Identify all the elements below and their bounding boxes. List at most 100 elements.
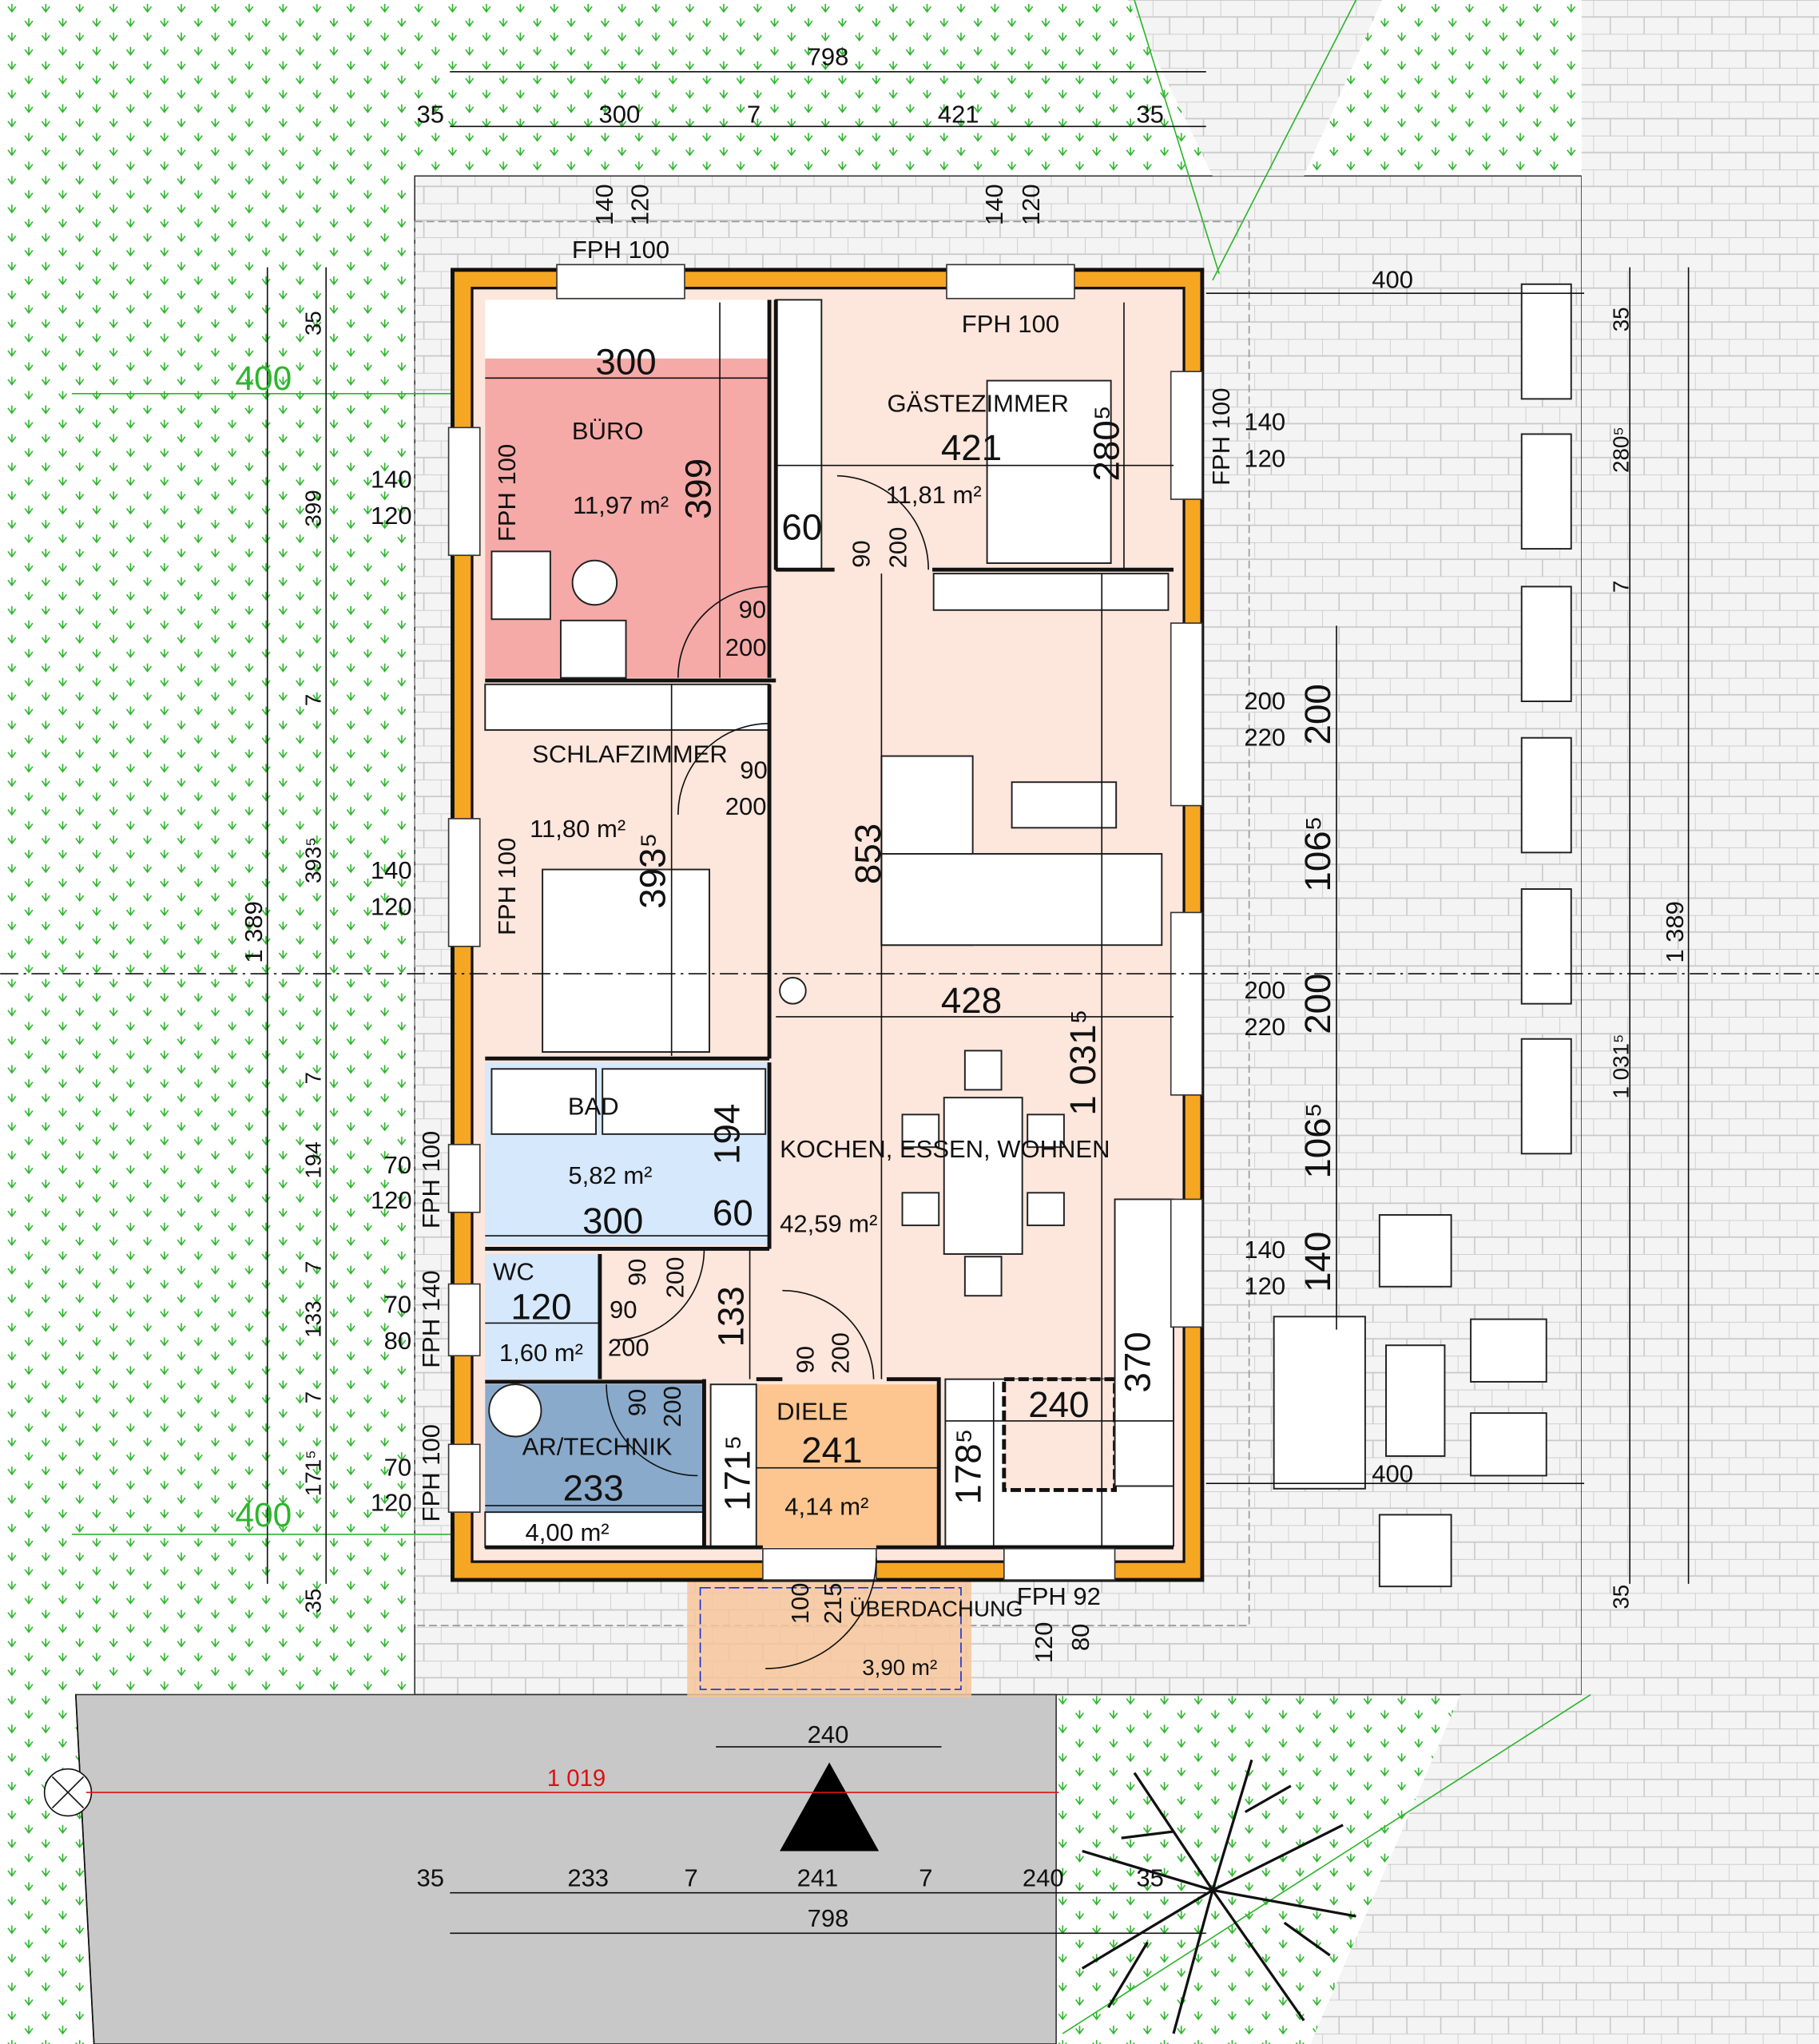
north-arrow-icon: [780, 1762, 880, 1852]
dim-bottom-segment: 241: [797, 1864, 839, 1892]
window-dim: 70: [384, 1453, 411, 1481]
door-dim: 90: [739, 596, 766, 624]
opening-dim: 106⁵: [1297, 816, 1338, 891]
dim-right-segment: 35: [1609, 1585, 1634, 1609]
terrace-dim: 400: [1372, 1460, 1413, 1488]
interior-dim: 853: [848, 824, 888, 884]
room-area-bath: 5,82 m²: [568, 1161, 652, 1189]
dim-right-segment: 280⁵: [1609, 427, 1634, 473]
window-dim: 140: [371, 856, 412, 884]
wardrobe-bedroom: [484, 683, 771, 731]
planters: [1520, 283, 1572, 1155]
room-name-guest: GÄSTEZIMMER: [888, 390, 1069, 418]
furniture: [488, 379, 1547, 1588]
dim-left-segment: 133: [301, 1300, 326, 1337]
room-wc: [485, 1253, 600, 1379]
dim-left-segment: 7: [301, 1391, 326, 1403]
window-dim: 140: [371, 465, 412, 493]
door-dim: 90: [623, 1259, 651, 1286]
dim-left-segment: 7: [301, 694, 326, 706]
dim-left-segment: 399: [301, 490, 326, 526]
window-dim: 120: [371, 1489, 412, 1517]
room-name-canopy: ÜBERDACHUNG: [849, 1597, 1023, 1621]
dim-bottom-segment: 35: [1136, 1864, 1163, 1892]
door-dim: 200: [661, 1257, 689, 1299]
interior-dim: 428: [941, 980, 1002, 1021]
door-dim: 200: [725, 633, 767, 661]
door-dim: 90: [740, 756, 767, 784]
dim-left-segment: 35: [301, 311, 326, 335]
interior-dim: 171⁵: [717, 1435, 758, 1511]
dim-left-segment: 194: [301, 1141, 326, 1178]
door-dim: 215: [819, 1583, 847, 1625]
door-dim: 200: [608, 1333, 649, 1361]
window-dim: 140: [1244, 408, 1285, 436]
site-width-dim: 1 019: [547, 1765, 606, 1792]
room-name-bath: BAD: [568, 1092, 619, 1120]
property-line: [75, 1694, 95, 2044]
interior-dim: 399: [678, 458, 719, 519]
room-name-living: KOCHEN, ESSEN, WOHNEN: [780, 1135, 1110, 1163]
interior-dim: 133: [710, 1286, 751, 1347]
door-dim: 90: [623, 1389, 651, 1416]
terrace-dim: 400: [1372, 266, 1413, 294]
interior-dim: 60: [713, 1193, 753, 1233]
dim-top-segment: 421: [938, 100, 979, 128]
door-dim: 90: [792, 1346, 820, 1373]
room-area-bedroom: 11,80 m²: [530, 815, 626, 843]
window-dim: 80: [384, 1327, 411, 1355]
opening-dim: 200: [1297, 684, 1338, 744]
interior-dim: 233: [563, 1467, 624, 1508]
dim-bottom-segment: 7: [919, 1864, 932, 1892]
door-dim: 80: [1066, 1624, 1094, 1651]
interior-dim: 194: [707, 1104, 748, 1165]
interior-dim: 280⁵: [1086, 405, 1126, 481]
door-dim: 200: [725, 792, 767, 820]
room-diele: [756, 1384, 939, 1548]
window-dim: 70: [384, 1151, 411, 1179]
interior-dim: 178⁵: [947, 1428, 988, 1504]
interior-dim: 393⁵: [632, 833, 673, 909]
dim-overall-left: 1 389: [240, 901, 268, 963]
room-name-technik: AR/TECHNIK: [522, 1432, 673, 1460]
window-dim: 120: [371, 502, 412, 530]
room-area-living: 42,59 m²: [780, 1209, 877, 1237]
window-dim: 120: [371, 1186, 412, 1214]
window-label: FPH 100: [417, 1424, 445, 1522]
dim-left-segment: 35: [301, 1589, 326, 1613]
interior-dim: 300: [582, 1201, 643, 1241]
window-label: FPH 100: [493, 838, 521, 935]
room-buero-floor: [485, 358, 770, 678]
window-label: FPH 100: [572, 236, 669, 264]
kitchen-floor: [1002, 1377, 1117, 1492]
door-dim: 90: [848, 540, 876, 567]
dim-right-segment: 35: [1609, 307, 1634, 331]
door-swings: [606, 474, 929, 1669]
window-dim: 220: [1244, 1013, 1285, 1041]
window-dim: 200: [1244, 976, 1285, 1004]
window-dim: 120: [1244, 444, 1285, 472]
canopy-area: [687, 1580, 972, 1697]
window-dim: 140: [1244, 1236, 1285, 1264]
dim-left-segment: 7: [301, 1261, 326, 1273]
door-dim: 120: [1030, 1621, 1058, 1663]
dim-left-segment: 171⁵: [301, 1450, 326, 1496]
boundary-distance: 400: [235, 359, 292, 397]
dim-overall-bottom: 798: [808, 1904, 849, 1932]
room-area-diele: 4,14 m²: [784, 1492, 868, 1520]
door-dim: 200: [884, 527, 911, 569]
paved-path-right: [1581, 0, 1819, 1695]
paved-path: [1127, 0, 1383, 177]
room-area-buero: 11,97 m²: [573, 491, 669, 519]
window-dim: 140: [980, 184, 1008, 225]
interior-walls: [485, 300, 1174, 1550]
door-dim: 200: [658, 1386, 686, 1427]
interior-dim: 1 031⁵: [1062, 1009, 1103, 1115]
kitchen-island: [1114, 1198, 1174, 1487]
door-dim: 90: [610, 1296, 637, 1324]
window-label: FPH 92: [1017, 1582, 1101, 1610]
room-name-wc: WC: [493, 1258, 534, 1286]
wardrobe-guest: [775, 299, 823, 571]
interior-dim: 120: [510, 1287, 571, 1328]
opening-dim: 140: [1297, 1232, 1338, 1292]
